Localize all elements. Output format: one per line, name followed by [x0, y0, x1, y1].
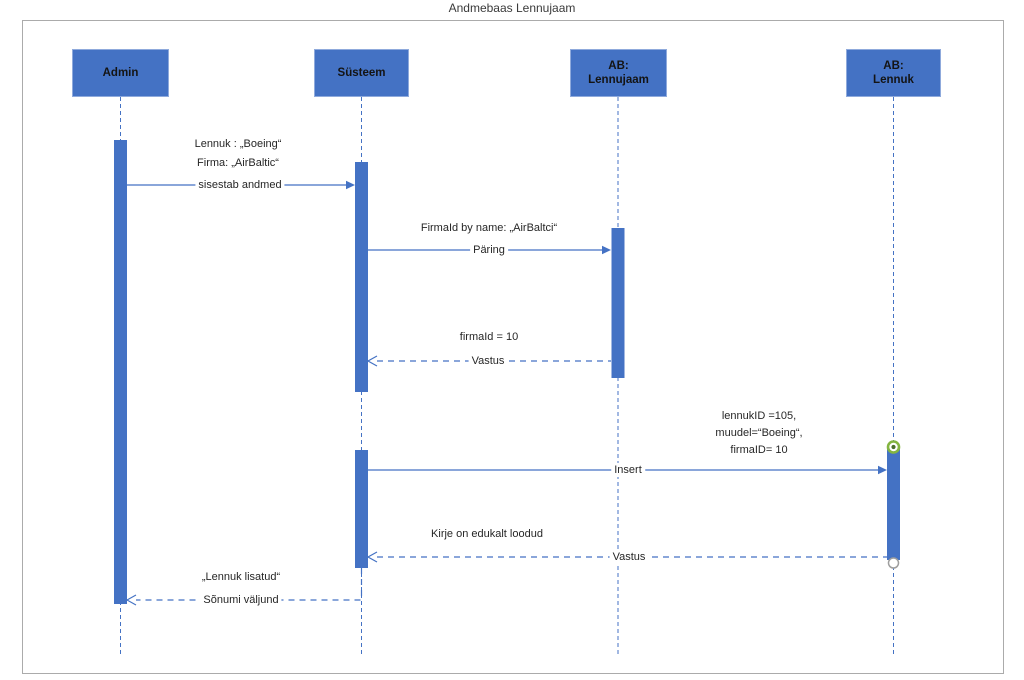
message-note: „Lennuk lisatud“ [201, 571, 281, 583]
activation-ab-lennuk [887, 448, 900, 560]
diagram-title: Andmebaas Lennujaam [448, 1, 576, 15]
arrowhead-insert [878, 465, 887, 475]
arrowhead-sisestab-andmed [346, 180, 355, 190]
message-label: Insert [611, 463, 645, 477]
diagram-frame [22, 20, 1004, 674]
message-note: Lennuk : „Boeing“ [194, 138, 282, 150]
actor-ab-lennujaam: AB: Lennujaam [570, 49, 667, 97]
message-label: Vastus [468, 354, 508, 368]
actor-ab-lennuk: AB: Lennuk [846, 49, 941, 97]
arrowhead-vastus-1 [366, 355, 378, 367]
message-label: Sõnumi väljund [200, 593, 282, 607]
activation-admin [114, 140, 127, 604]
creation-marker-dot-icon [891, 444, 896, 450]
activation-susteem-2 [355, 450, 368, 568]
message-note: muudel=“Boeing“, [715, 427, 803, 439]
activation-susteem-1 [355, 162, 368, 392]
message-note: firmaID= 10 [730, 444, 788, 456]
arrowhead-vastus-2 [366, 551, 378, 563]
message-note: firmaId = 10 [459, 331, 519, 343]
message-note: Firma: „AirBaltic“ [197, 157, 279, 169]
destruction-marker-icon [887, 557, 900, 569]
message-note: FirmaId by name: „AirBaltci“ [420, 222, 558, 234]
activation-ab-lennujaam [611, 228, 625, 378]
message-label: Vastus [609, 550, 649, 564]
actor-susteem: Süsteem [314, 49, 409, 97]
actor-admin: Admin [72, 49, 169, 97]
message-note: lennukID =105, [721, 410, 797, 422]
message-label: Päring [470, 243, 508, 257]
message-label: sisestab andmed [195, 178, 285, 192]
arrowhead-paring [602, 245, 611, 255]
message-note: Kirje on edukalt loodud [431, 528, 543, 540]
arrowhead-sonumi-valjund [125, 594, 137, 606]
